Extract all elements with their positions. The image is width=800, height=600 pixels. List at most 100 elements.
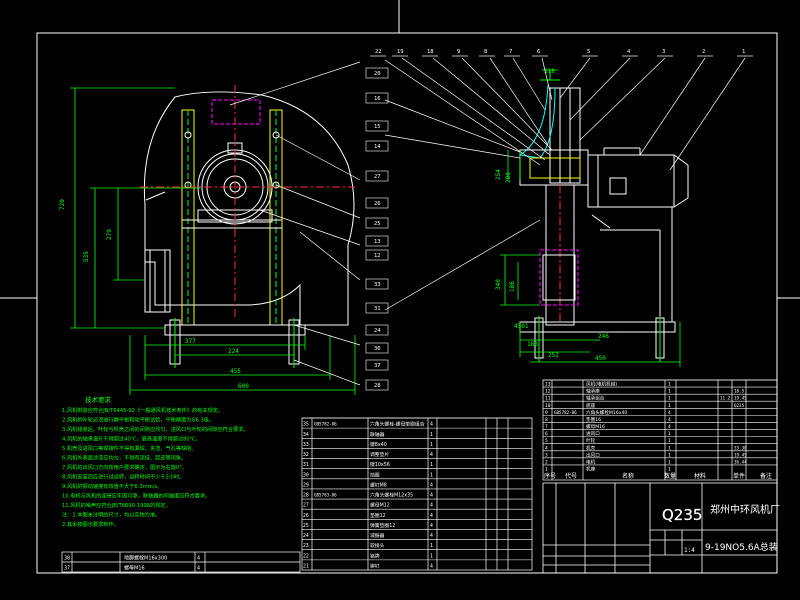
tech-heading: 技术要求	[85, 395, 112, 404]
bom-right-no: 9	[545, 410, 548, 416]
callout-label: 5	[587, 49, 590, 55]
bom-mid-no: 25	[303, 523, 309, 529]
side-view	[518, 70, 689, 362]
dim-318: 318	[544, 68, 555, 75]
bom-mid-name: 螺母M12	[370, 502, 390, 509]
bom-left-table	[61, 551, 301, 573]
bom-right-note: 19.45	[734, 396, 747, 401]
callout-box	[365, 92, 389, 104]
bom-right-note: 19.45	[734, 452, 747, 457]
bom-right-name: 垫圈16	[586, 416, 601, 423]
bom-header-code: 代号	[565, 472, 577, 480]
bom-mid-name: 垫圈12	[370, 512, 386, 519]
callout-label: 26	[374, 201, 381, 207]
bom-mid-qty: 1	[430, 553, 433, 559]
bom-right-no: 10	[545, 403, 551, 409]
bom-right-name: 螺母M16	[586, 423, 605, 430]
tech-requirement-line: 2.风机的叶轮必须进行静平衡和动平衡试验，平衡精度为G6.3级。	[62, 416, 214, 424]
bom-header-note: 备注	[760, 472, 772, 480]
callout-box	[365, 342, 389, 354]
bom-right-no: 12	[545, 389, 551, 395]
tech-requirements: 技术要求 1.风机制造应符合JB/T6445-92《一般通风机技术条件》的有关规…	[62, 395, 249, 528]
bom-right-name: 出风口	[586, 451, 600, 458]
bom-mid-name: 铆钉	[370, 563, 380, 570]
bom-mid-qty: 4	[430, 513, 433, 519]
bom-left-no: 37	[64, 566, 70, 572]
dim-279: 279	[106, 229, 113, 240]
bom-right-no: 8	[545, 417, 548, 423]
bom-right-qty: 4	[668, 410, 671, 416]
callout-box	[365, 249, 389, 261]
bom-right-no: 11	[545, 396, 551, 402]
bom-right-name: 风机(电机机械)	[586, 381, 617, 388]
callout-label: 8	[484, 49, 487, 55]
callout-box	[365, 67, 389, 79]
callout-label: 1	[742, 49, 745, 55]
dim-254: 254	[495, 169, 502, 180]
bom-right-qty: 1	[668, 382, 671, 388]
bom-right-code: GB5782-86	[554, 410, 577, 415]
bom-left-qty: 4	[197, 556, 200, 562]
bom-right-no: 6	[545, 431, 548, 437]
bom-mid-name: 调整垫片	[370, 451, 389, 458]
bom-header-mat: 材料	[694, 472, 706, 480]
bom-left-qty: 4	[197, 566, 200, 572]
bom-mid-qty: 1	[430, 432, 433, 438]
bom-mid-qty: 4	[430, 533, 433, 539]
callout-box	[365, 359, 389, 371]
callout-label: 20	[374, 71, 381, 77]
callout-label: 19	[397, 49, 404, 55]
bom-mid-name: 铭牌	[370, 552, 380, 559]
callout-label: 12	[374, 253, 381, 259]
tech-requirement-line: 2.其余按图示要求制作。	[62, 520, 119, 528]
bom-right-no: 3	[545, 452, 548, 458]
bom-mid-qty: 1	[430, 543, 433, 549]
dim-188: 188	[527, 341, 538, 348]
dim-224: 224	[228, 348, 239, 355]
bom-mid-qty: 4	[430, 523, 433, 529]
bom-right-header: 序号 代号 名称 数量 材料 单件 备注	[544, 472, 772, 480]
bom-right-name: 六角头螺栓M16x40	[586, 409, 627, 416]
dim-377: 377	[185, 338, 196, 345]
bom-mid-no: 24	[303, 533, 309, 539]
tech-requirement-line: 5.机壳及进风口等焊接件不得有漏焊、夹渣、气孔等缺陷。	[62, 444, 197, 452]
bom-right-qty: 1	[668, 459, 671, 465]
bom-mid-no: 28	[303, 493, 309, 499]
front-view	[140, 85, 355, 368]
bom-mid-qty: 1	[430, 462, 433, 468]
bom-right-no: 13	[545, 382, 551, 388]
tech-requirement-line: 1.风机制造应符合JB/T6445-92《一般通风机技术条件》的有关规定。	[62, 406, 223, 414]
callout-label: 15	[374, 124, 381, 130]
bom-mid-name: 键8x40	[370, 441, 387, 448]
bom-mid-no: 29	[303, 482, 309, 488]
callout-box	[365, 302, 389, 314]
bom-left-no: 38	[64, 556, 70, 562]
bom-left-name: 螺母M16	[124, 565, 145, 572]
callout-box	[365, 217, 389, 229]
bom-right-name: 底座	[586, 402, 596, 409]
material-label: Q235	[662, 506, 702, 524]
bom-right-qty: 4	[668, 424, 671, 430]
dim-600: 600	[238, 383, 249, 390]
bom-mid-name: 六角头螺栓-螺母垫圈组合	[370, 421, 425, 428]
callout-box	[365, 140, 389, 152]
bom-mid-no: 33	[303, 442, 309, 448]
drawing-frame	[0, 0, 800, 574]
bom-mid-name: 六角头螺栓M12x35	[370, 492, 413, 499]
bom-mid-qty: 1	[430, 472, 433, 478]
callout-label: 6	[537, 49, 540, 55]
dim-340: 340	[495, 279, 502, 290]
callout-label: 27	[374, 174, 381, 180]
bom-mid-qty: 4	[430, 564, 433, 570]
dim-450: 450	[595, 355, 606, 362]
dim-720: 720	[59, 199, 66, 210]
bom-header-no: 序号	[544, 472, 556, 480]
bom-mid-no: 21	[303, 564, 309, 570]
bom-right-qty: 1	[668, 445, 671, 451]
bom-mid-no: 32	[303, 452, 309, 458]
callout-label: 18	[427, 49, 434, 55]
callout-label: 28	[374, 383, 381, 389]
